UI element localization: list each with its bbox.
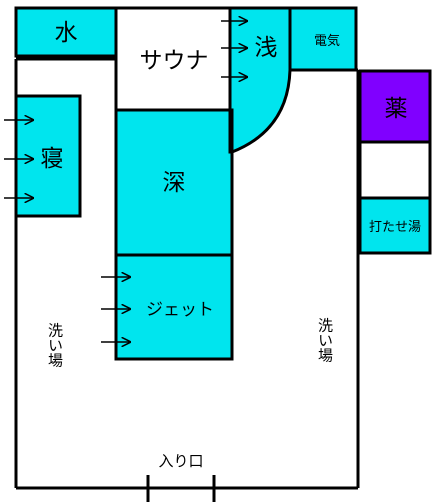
- electric-bath: [288, 6, 358, 72]
- jet-bath-label: ジェット: [146, 300, 214, 320]
- utaseyu-label: 打たせ湯: [369, 220, 421, 235]
- sleeping-bath-label: 寝: [41, 146, 64, 172]
- shallow-bath-label: 浅: [255, 35, 278, 61]
- water-bath-label: 水: [55, 20, 78, 46]
- flow-arrows: [4, 21, 247, 342]
- shallow-bath: [228, 6, 292, 155]
- side-room: [358, 140, 432, 200]
- electric-bath-label: 電気: [314, 33, 340, 49]
- jet-bath: [114, 253, 234, 361]
- wash-area-left-label: 洗い場: [46, 323, 64, 368]
- sauna-label: サウナ: [140, 48, 209, 74]
- entrance-label: 入り口: [158, 452, 203, 470]
- medicine-bath-label: 薬: [385, 96, 408, 122]
- wash-area-right-label: 洗い場: [316, 318, 334, 363]
- deep-bath-label: 深: [163, 170, 186, 196]
- utaseyu-bath: [358, 196, 432, 255]
